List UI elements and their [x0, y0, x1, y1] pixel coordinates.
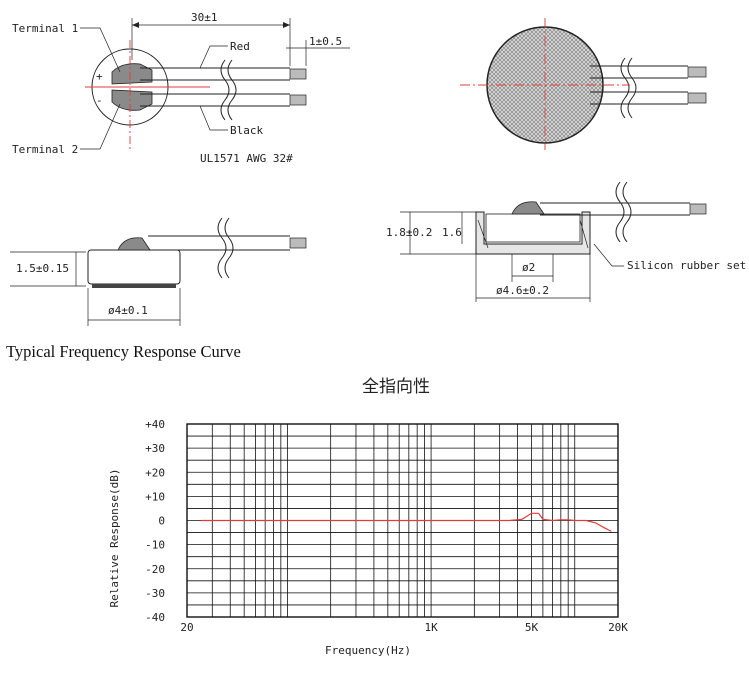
y-tick-label: +40 [145, 418, 165, 431]
plot-frame [186, 423, 619, 618]
terminal-pad-top [111, 63, 153, 85]
x-tick-labels: 20 1K 5K 20K [180, 621, 628, 634]
terminal-pad-bottom [111, 89, 153, 111]
terminal-2-label: Terminal 2 [12, 143, 78, 156]
dim-length: 30±1 [191, 11, 218, 24]
dim-rubber-height: 1.8±0.2 [386, 226, 432, 239]
dim-port: ø2 [522, 261, 535, 274]
x-tick-label: 20K [608, 621, 628, 634]
dim-inner-height: 1.6 [442, 226, 462, 239]
top-view-with-leads: 30±1 1±0.5 Terminal 1 Terminal 2 + - Red… [12, 11, 350, 165]
rubber-set-section [475, 211, 591, 255]
red-wire-label: Red [230, 40, 250, 53]
side-view: 1.5±0.15 ø4±0.1 [10, 217, 307, 326]
capsule-side [87, 249, 181, 285]
x-tick-label: 1K [424, 621, 438, 634]
rubber-label: Silicon rubber set [627, 259, 746, 272]
y-tick-label: +10 [145, 490, 165, 503]
response-curve [200, 512, 612, 532]
x-axis-label: Frequency(Hz) [325, 644, 411, 657]
dim-diameter: ø4±0.1 [108, 304, 148, 317]
dim-strip: 1±0.5 [309, 35, 342, 48]
y-tick-label: -40 [145, 611, 165, 624]
y-tick-label: 0 [158, 515, 165, 528]
terminal-1-label: Terminal 1 [12, 22, 78, 35]
capsule-base [92, 284, 176, 288]
dim-thickness: 1.5±0.15 [16, 262, 69, 275]
frequency-response-chart: 全指向性 +40 +30 +20 +10 0 -10 -20 -30 -40 20 1K 5K 20K… [108, 377, 628, 657]
y-tick-labels: +40 +30 +20 +10 0 -10 -20 -30 -40 [145, 418, 165, 624]
x-tick-label: 5K [525, 621, 539, 634]
y-axis-label: Relative Response(dB) [108, 468, 121, 607]
front-view-mesh [460, 18, 707, 150]
polarity-plus: + [96, 70, 103, 83]
stripped-lead-red [289, 68, 307, 80]
chart-horizontal-gridlines [187, 435, 618, 606]
polarity-minus: - [96, 94, 103, 107]
stripped-lead-black [289, 94, 307, 106]
y-tick-label: -30 [145, 587, 165, 600]
y-tick-label: +30 [145, 442, 165, 455]
dim-rubber-diameter: ø4.6±0.2 [496, 284, 549, 297]
section-view-rubber: 1.8±0.2 1.6 ø2 ø4.6±0.2 Silicon rubber s… [386, 181, 746, 302]
y-tick-label: -20 [145, 563, 165, 576]
section-title: Typical Frequency Response Curve [6, 342, 241, 361]
y-tick-label: -10 [145, 539, 165, 552]
chart-title: 全指向性 [362, 377, 430, 397]
y-tick-label: +20 [145, 466, 165, 479]
cable-spec: UL1571 AWG 32# [200, 152, 293, 165]
black-wire-label: Black [230, 124, 263, 137]
x-tick-label: 20 [180, 621, 193, 634]
